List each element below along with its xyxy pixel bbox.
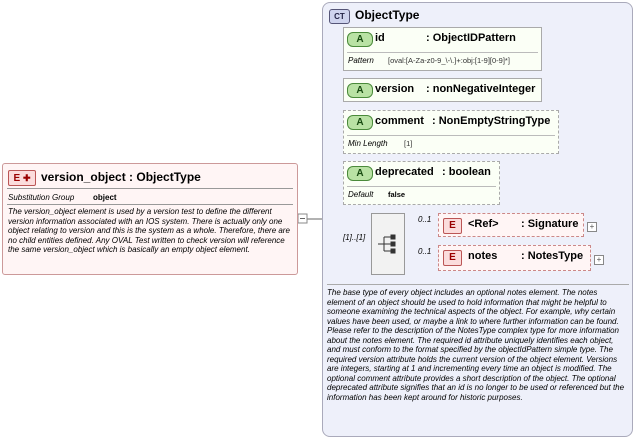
divider (7, 204, 293, 205)
notes-multiplicity: 0..1 (418, 247, 432, 256)
child-element-name: notes (468, 250, 498, 262)
expand-notes-icon[interactable]: + (594, 255, 604, 265)
attribute-type: : NonEmptyStringType (432, 115, 551, 127)
complex-type-documentation: The base type of every object includes a… (327, 288, 625, 403)
substitution-label: Substitution Group (8, 193, 75, 202)
attribute-name: comment (375, 115, 424, 127)
child-element-notes[interactable]: E notes : NotesType (438, 245, 591, 271)
divider (347, 186, 496, 187)
attribute-version[interactable]: A version : nonNegativeInteger (343, 78, 542, 102)
pattern-value: [oval:[A-Za-z0-9_\-\.]+:obj:[1-9][0-9]*] (388, 56, 510, 65)
child-element-name: <Ref> (468, 218, 499, 230)
child-element-type: : NotesType (521, 250, 584, 262)
attribute-type: : ObjectIDPattern (426, 32, 516, 44)
min-length-value: [1] (404, 139, 413, 148)
element-title: version_object : ObjectType (41, 170, 201, 184)
sequence-icon (378, 234, 396, 254)
sequence-multiplicity: [1]..[1] (343, 233, 366, 242)
sequence-compositor[interactable] (371, 213, 405, 275)
element-badge: E (443, 250, 462, 266)
child-element-type: : Signature (521, 218, 579, 230)
complex-type-title: ObjectType (355, 8, 420, 22)
attribute-badge: A (347, 32, 373, 47)
attribute-badge: A (347, 115, 373, 130)
min-length-label: Min Length (348, 139, 388, 148)
element-documentation: The version_object element is used by a … (8, 207, 290, 255)
pattern-label: Pattern (348, 56, 374, 65)
divider (347, 52, 538, 53)
divider (347, 135, 555, 136)
attribute-name: deprecated (375, 166, 434, 178)
expand-icon: ✚ (22, 173, 31, 183)
attribute-type: : boolean (442, 166, 491, 178)
divider (327, 284, 629, 285)
element-badge: E (443, 218, 462, 234)
expand-ref-icon[interactable]: + (587, 222, 597, 232)
ref-multiplicity: 0..1 (418, 215, 432, 224)
version-object-element[interactable]: E ✚ version_object : ObjectType Substitu… (2, 163, 298, 275)
attribute-type: : nonNegativeInteger (426, 83, 536, 95)
attribute-badge: A (347, 83, 373, 98)
attribute-comment[interactable]: A comment : NonEmptyStringType Min Lengt… (343, 110, 559, 154)
complex-type-badge: CT (329, 9, 350, 24)
default-label: Default (348, 190, 374, 199)
default-value: false (388, 190, 406, 199)
divider (7, 188, 293, 189)
attribute-deprecated[interactable]: A deprecated : boolean Default false (343, 161, 500, 205)
substitution-value: object (93, 193, 117, 202)
element-badge: E ✚ (8, 170, 36, 186)
attribute-badge: A (347, 166, 373, 181)
attribute-name: version (375, 83, 415, 95)
child-element-ref[interactable]: E <Ref> : Signature (438, 213, 584, 237)
attribute-id[interactable]: A id : ObjectIDPattern Pattern [oval:[A-… (343, 27, 542, 71)
attribute-name: id (375, 32, 385, 44)
